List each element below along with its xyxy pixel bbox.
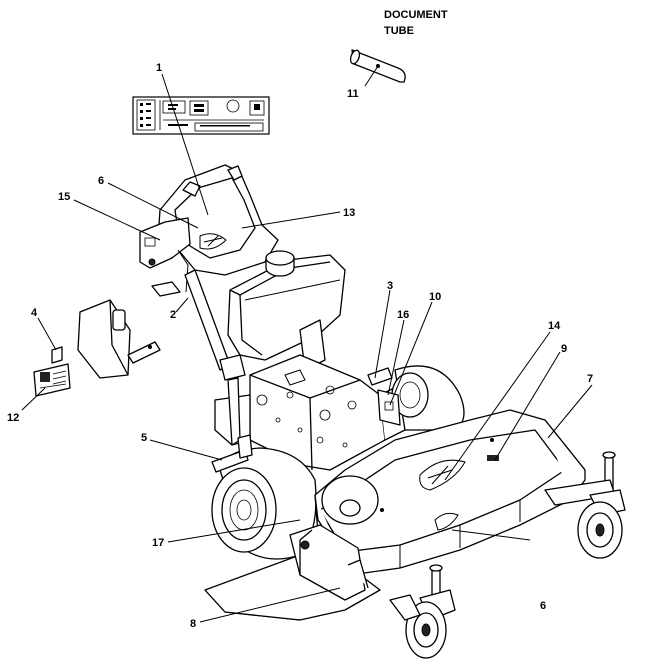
warning-decal-12	[33, 363, 71, 397]
callout-6: 6	[98, 175, 104, 187]
callout-13: 13	[343, 207, 355, 219]
deck-front-apron	[204, 524, 381, 621]
manual-holder	[77, 299, 161, 379]
chassis-frame	[214, 354, 406, 471]
leader-lines	[21, 65, 593, 623]
callout-6-deck: 6	[540, 600, 546, 612]
callout-1: 1	[156, 62, 162, 74]
callout-15: 15	[58, 191, 70, 203]
callout-8: 8	[190, 618, 196, 630]
rear-tire-left	[211, 447, 317, 560]
callout-7: 7	[587, 373, 593, 385]
callout-14: 14	[548, 320, 561, 332]
control-decal	[132, 96, 270, 135]
rear-tire-right	[391, 365, 465, 431]
callout-10: 10	[429, 291, 441, 303]
mower-deck	[314, 409, 586, 576]
callout-labels: 1 2 3 4 5 6 7 8 9 10 11 12 13 14 15 16 1…	[7, 62, 593, 630]
brake-linkage	[367, 367, 401, 426]
left-parking-lever	[211, 434, 253, 473]
callout-2: 2	[170, 309, 176, 321]
small-decal-4	[51, 346, 63, 364]
callout-9: 9	[561, 343, 567, 355]
callout-17: 17	[152, 537, 164, 549]
front-caster-right	[544, 451, 626, 559]
callout-11: 11	[347, 88, 359, 100]
callout-16: 16	[397, 309, 409, 321]
callout-3: 3	[387, 280, 393, 292]
callout-4: 4	[31, 307, 38, 319]
document-tube-title-line1: DOCUMENT	[384, 9, 448, 21]
document-tube	[349, 49, 406, 83]
handlebar-assembly	[139, 164, 279, 381]
callout-5: 5	[141, 432, 147, 444]
callout-12: 12	[7, 412, 19, 424]
front-caster-left	[389, 564, 456, 659]
document-tube-title-line2: TUBE	[384, 25, 414, 37]
